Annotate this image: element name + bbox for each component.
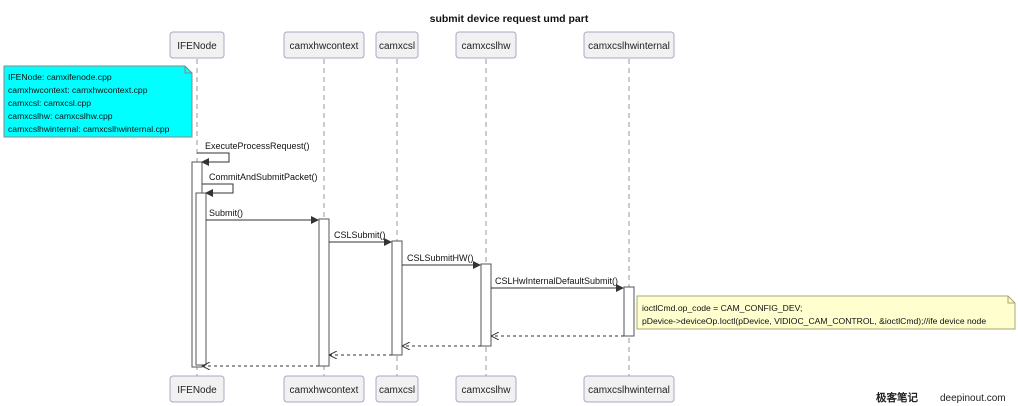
participant-label: camxcsl xyxy=(379,385,415,396)
message-label: CommitAndSubmitPacket() xyxy=(209,172,318,182)
message-label: ExecuteProcessRequest() xyxy=(205,141,310,151)
participant-camxhwcontext-bottom[interactable]: camxhwcontext xyxy=(283,375,365,403)
note-line: IFENode: camxifenode.cpp xyxy=(8,72,112,82)
lifelines xyxy=(196,59,630,376)
message-commit-and-submit-packet[interactable]: CommitAndSubmitPacket() xyxy=(202,172,318,197)
participant-camxcsl-bottom[interactable]: camxcsl xyxy=(375,375,419,403)
participant-label: camxhwcontext xyxy=(290,41,359,52)
activation-camxcslhw xyxy=(480,263,492,347)
note-line: camxcslhw: camxcslhw.cpp xyxy=(8,111,113,121)
activation-camxcslhwinternal xyxy=(623,286,635,337)
note-ioctl: ioctlCmd.op_code = CAM_CONFIG_DEV; pDevi… xyxy=(636,295,1016,330)
activation-camxhwcontext xyxy=(318,218,330,367)
participant-camxcslhwinternal-bottom[interactable]: camxcslhwinternal xyxy=(583,375,675,403)
participant-camxhwcontext-top[interactable]: camxhwcontext xyxy=(283,31,365,59)
participant-camxcslhw-bottom[interactable]: camxcslhw xyxy=(455,375,517,403)
participant-label: IFENode xyxy=(177,41,217,52)
watermark-cn: 极客笔记 xyxy=(876,391,918,404)
message-submit[interactable]: Submit() xyxy=(206,208,319,224)
message-label: CSLHwInternalDefaultSubmit() xyxy=(495,276,618,286)
participant-label: IFENode xyxy=(177,385,217,396)
participant-camxcslhw-top[interactable]: camxcslhw xyxy=(455,31,517,59)
participant-ifenode-top[interactable]: IFENode xyxy=(169,31,225,59)
message-cslsubmithw[interactable]: CSLSubmitHW() xyxy=(402,253,481,269)
note-line: pDevice->deviceOp.Ioctl(pDevice, VIDIOC_… xyxy=(642,316,986,326)
participant-camxcsl-top[interactable]: camxcsl xyxy=(375,31,419,59)
return-arrows xyxy=(203,336,624,366)
activation-ifenode-inner xyxy=(195,192,207,366)
participant-label: camxhwcontext xyxy=(290,385,359,396)
watermark-site: deepinout.com xyxy=(940,393,1006,404)
participant-label: camxcsl xyxy=(379,41,415,52)
message-label: CSLSubmit() xyxy=(334,230,386,240)
participant-label: camxcslhw xyxy=(462,41,512,52)
activations xyxy=(191,161,635,368)
participant-label: camxcslhwinternal xyxy=(588,385,670,396)
activation-camxcsl xyxy=(391,240,403,356)
message-label: Submit() xyxy=(209,208,243,218)
diagram-title: submit device request umd part xyxy=(430,13,589,25)
participant-camxcslhwinternal-top[interactable]: camxcslhwinternal xyxy=(583,31,675,59)
message-execute-process-request[interactable]: ExecuteProcessRequest() xyxy=(197,141,310,166)
participant-label: camxcslhw xyxy=(462,385,512,396)
message-cslhwinternal-default-submit[interactable]: CSLHwInternalDefaultSubmit() xyxy=(491,276,624,292)
participant-ifenode-bottom[interactable]: IFENode xyxy=(169,375,225,403)
participant-label: camxcslhwinternal xyxy=(588,41,670,52)
note-line: camxhwcontext: camxhwcontext.cpp xyxy=(8,85,148,95)
note-line: ioctlCmd.op_code = CAM_CONFIG_DEV; xyxy=(642,303,802,313)
note-line: camxcsl: camxcsl.cpp xyxy=(8,98,91,108)
note-line: camxcslhwinternal: camxcslhwinternal.cpp xyxy=(8,124,170,134)
message-label: CSLSubmitHW() xyxy=(407,253,474,263)
watermark: 极客笔记 deepinout.com xyxy=(876,391,1006,404)
message-cslsubmit[interactable]: CSLSubmit() xyxy=(329,230,392,246)
note-file-mapping: IFENode: camxifenode.cpp camxhwcontext: … xyxy=(3,65,193,138)
